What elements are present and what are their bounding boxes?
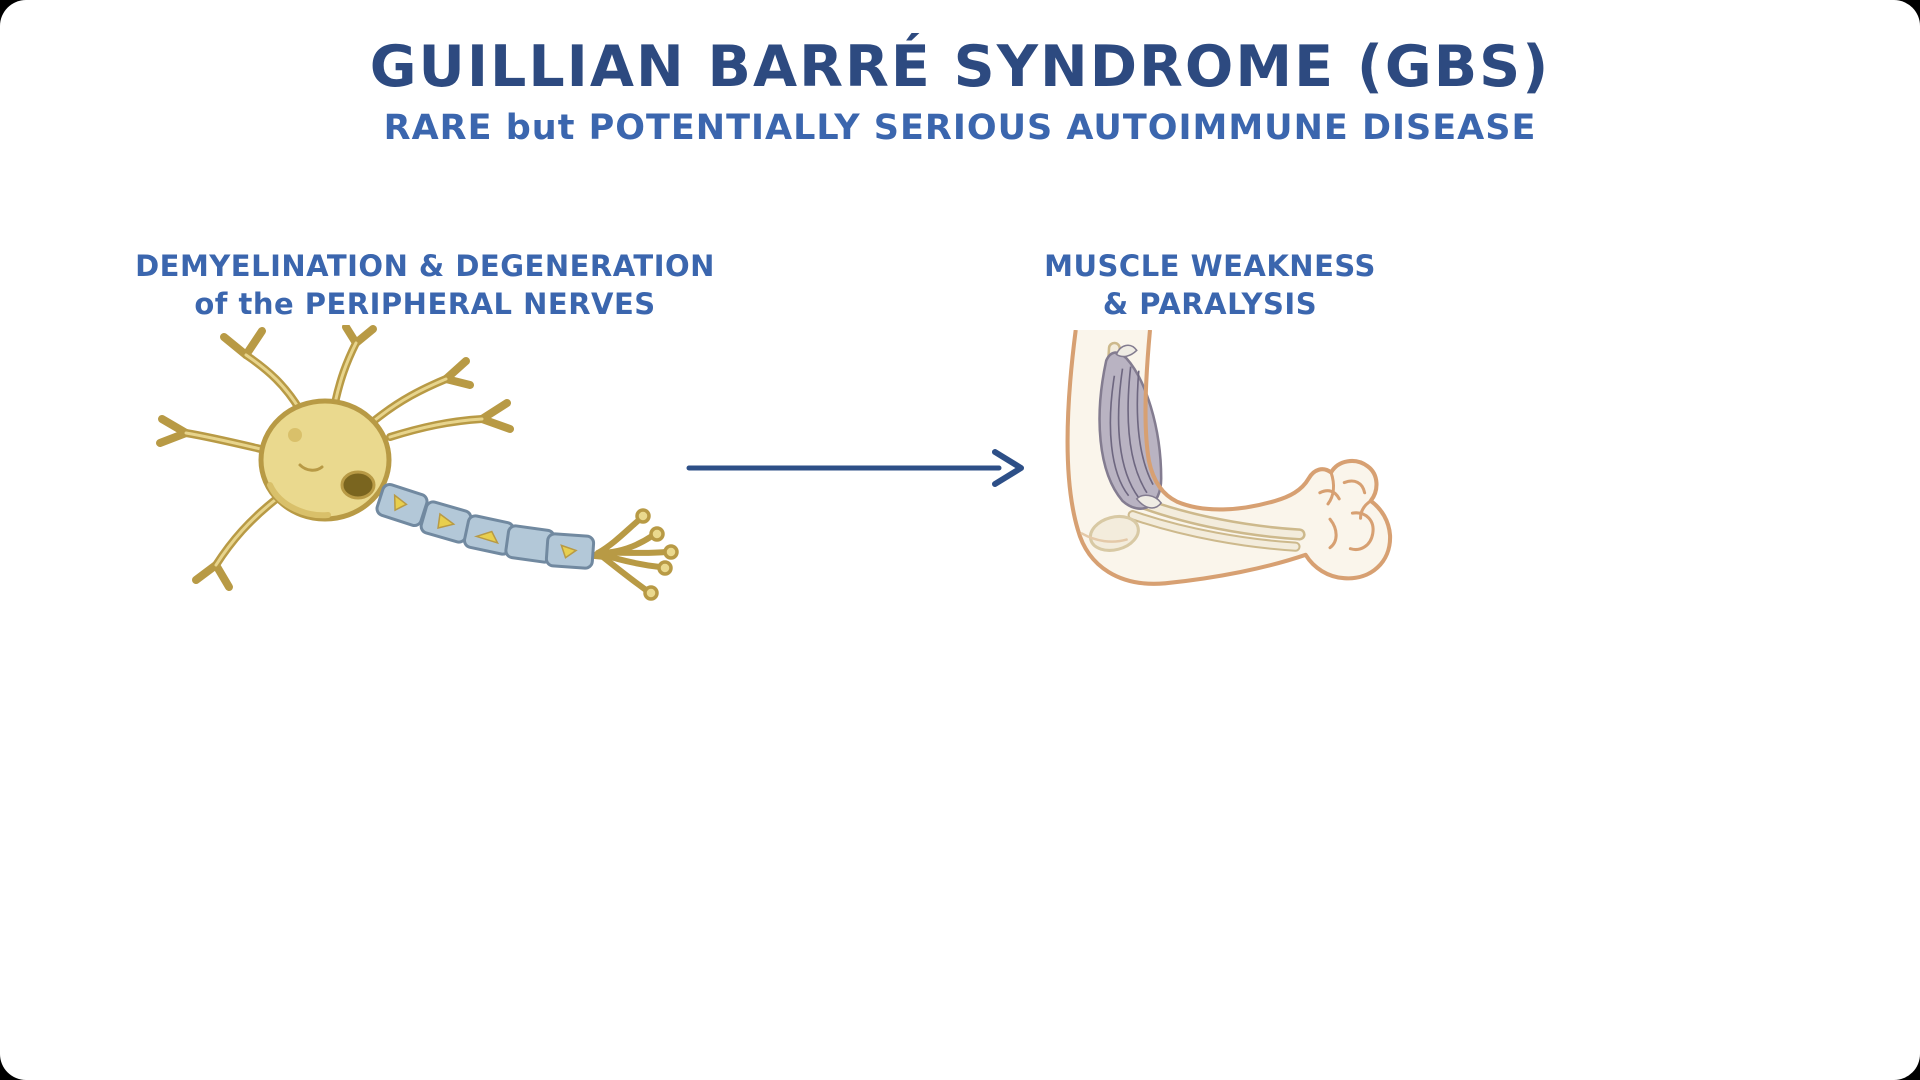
caption-demyelination-line1: DEMYELINATION & DEGENERATION	[135, 249, 715, 283]
elbow-crease	[1080, 532, 1128, 543]
myelin-sheath	[375, 482, 596, 570]
axon-terminals	[595, 517, 668, 593]
soma	[258, 398, 392, 522]
neuron-svg	[156, 323, 679, 601]
caption-demyelination-line2: of the PERIPHERAL NERVES	[194, 286, 656, 321]
tendon-top	[1115, 344, 1138, 358]
right-arrow-icon	[685, 442, 1025, 494]
tendon-bottom	[1135, 494, 1163, 509]
caption-muscle-weakness: MUSCLE WEAKNESS & PARALYSIS	[1000, 248, 1420, 323]
caption-demyelination: DEMYELINATION & DEGENERATION of the PERI…	[110, 248, 740, 323]
muscle	[1098, 344, 1163, 510]
dendrite-highlights	[184, 341, 484, 567]
page-title: GUILLIAN BARRÉ SYNDROME (GBS)	[369, 34, 1551, 100]
page-subtitle: RARE but POTENTIALLY SERIOUS AUTOIMMUNE …	[383, 108, 1537, 148]
caption-muscle-weakness-line2: & PARALYSIS	[1102, 286, 1318, 321]
arm-svg	[1065, 329, 1393, 586]
caption-muscle-weakness-line1: MUSCLE WEAKNESS	[1044, 249, 1376, 283]
arm-illustration	[1015, 329, 1405, 625]
terminal-bulbs	[635, 508, 679, 601]
neuron-illustration	[150, 323, 710, 635]
fist-details	[1318, 470, 1375, 551]
